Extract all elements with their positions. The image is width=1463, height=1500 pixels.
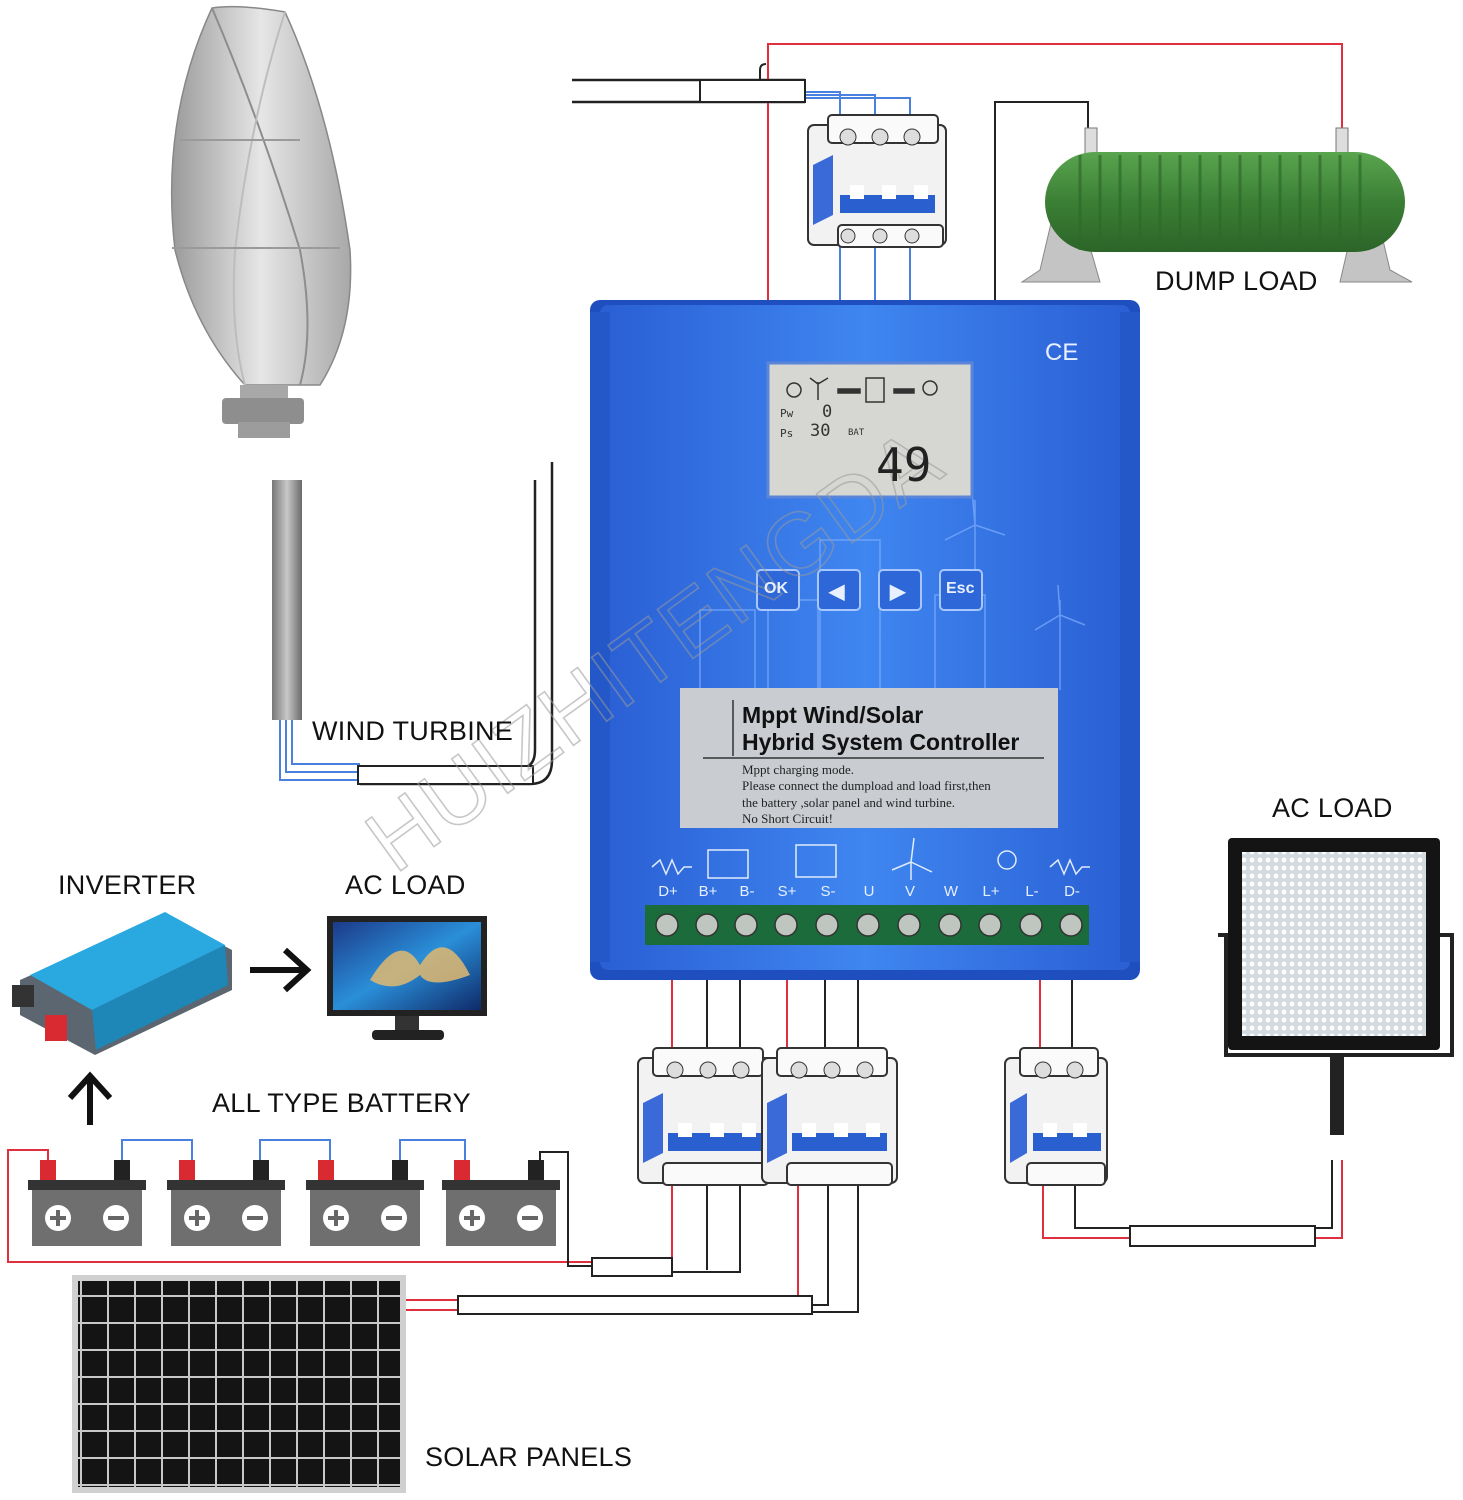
- breaker-load: [1004, 1047, 1108, 1186]
- cable-sleeve-load: [1129, 1225, 1316, 1247]
- terminal-label: S+: [777, 883, 797, 900]
- controller-note: the battery ,solar panel and wind turbin…: [742, 795, 955, 810]
- controller-note: Please connect the dumpload and load fir…: [742, 778, 991, 793]
- terminal-label: D-: [1064, 883, 1080, 900]
- breaker-solar: [761, 1047, 898, 1186]
- breaker-wind-input: [807, 114, 947, 248]
- cable-sleeve-wind: [357, 765, 534, 785]
- lcd-icons: [786, 377, 938, 403]
- lcd-screen: [766, 361, 974, 499]
- battery: [306, 1160, 424, 1246]
- cable-sleeve-top: [699, 79, 806, 103]
- terminal-label: U: [863, 883, 875, 900]
- terminal-label: B+: [698, 883, 718, 900]
- terminal-label: V: [904, 883, 915, 900]
- cable-sleeve-solar: [457, 1295, 813, 1315]
- terminal-label: L+: [982, 883, 1000, 900]
- wind-turbine-label: WIND TURBINE: [312, 716, 514, 746]
- esc-button[interactable]: [939, 569, 983, 611]
- lcd-bat-label: BAT: [848, 428, 865, 438]
- lcd-ps-value: 30: [810, 421, 831, 441]
- ok-button-label: OK: [764, 580, 788, 597]
- monitor-ac-load: [327, 916, 487, 1040]
- left-button[interactable]: [817, 569, 861, 611]
- wires: [7, 43, 1343, 1313]
- lcd-big-value: 49: [876, 438, 932, 492]
- terminal-screws: [655, 913, 1083, 937]
- hybrid-controller: CE: [590, 300, 1140, 980]
- controller-title-line1: Mppt Wind/Solar: [742, 702, 924, 728]
- terminal-label: W: [943, 883, 959, 900]
- esc-button-label: Esc: [946, 580, 975, 597]
- controller-title-line2: Hybrid System Controller: [742, 729, 1020, 755]
- battery: [28, 1160, 146, 1246]
- lcd-ps-label: Ps: [780, 427, 794, 440]
- breaker-battery: [637, 1047, 774, 1186]
- battery-bank: [28, 1160, 560, 1246]
- ok-button[interactable]: [756, 569, 800, 611]
- floodlight-ac-load: [1218, 838, 1454, 1135]
- dump-load-label: DUMP LOAD: [1155, 266, 1318, 296]
- inverter-label: INVERTER: [58, 870, 197, 900]
- arrow-up-icon: [67, 1071, 113, 1125]
- battery: [442, 1160, 560, 1246]
- terminal-label: B-: [739, 883, 755, 900]
- inverter-device: [12, 912, 232, 1055]
- lcd-pw-value: 0: [822, 402, 833, 422]
- dump-load-resistor: [1020, 127, 1413, 283]
- wind-turbine-illustration: [170, 5, 352, 720]
- terminal-label: S-: [820, 883, 836, 900]
- control-buttons: [756, 569, 983, 611]
- ac-load-right-label: AC LOAD: [1272, 793, 1393, 823]
- solar-panels-label: SOLAR PANELS: [425, 1442, 633, 1472]
- ce-mark: CE: [1045, 339, 1078, 366]
- battery: [167, 1160, 285, 1246]
- cable-sleeve-battery: [591, 1257, 673, 1277]
- terminal-label: L-: [1025, 883, 1039, 900]
- ac-load-left-label: AC LOAD: [345, 870, 466, 900]
- right-button-label: ▶: [890, 581, 906, 603]
- arrow-right-icon: [250, 947, 312, 993]
- terminal-icons: [651, 837, 1090, 880]
- battery-label: ALL TYPE BATTERY: [212, 1088, 471, 1118]
- lcd-pw-label: Pw: [780, 407, 794, 420]
- left-button-label: ◀: [829, 581, 845, 603]
- controller-note: No Short Circuit!: [742, 811, 833, 826]
- terminal-label: D+: [658, 883, 678, 900]
- right-button[interactable]: [878, 569, 922, 611]
- solar-panel: [72, 1275, 406, 1493]
- controller-note: Mppt charging mode.: [742, 762, 855, 777]
